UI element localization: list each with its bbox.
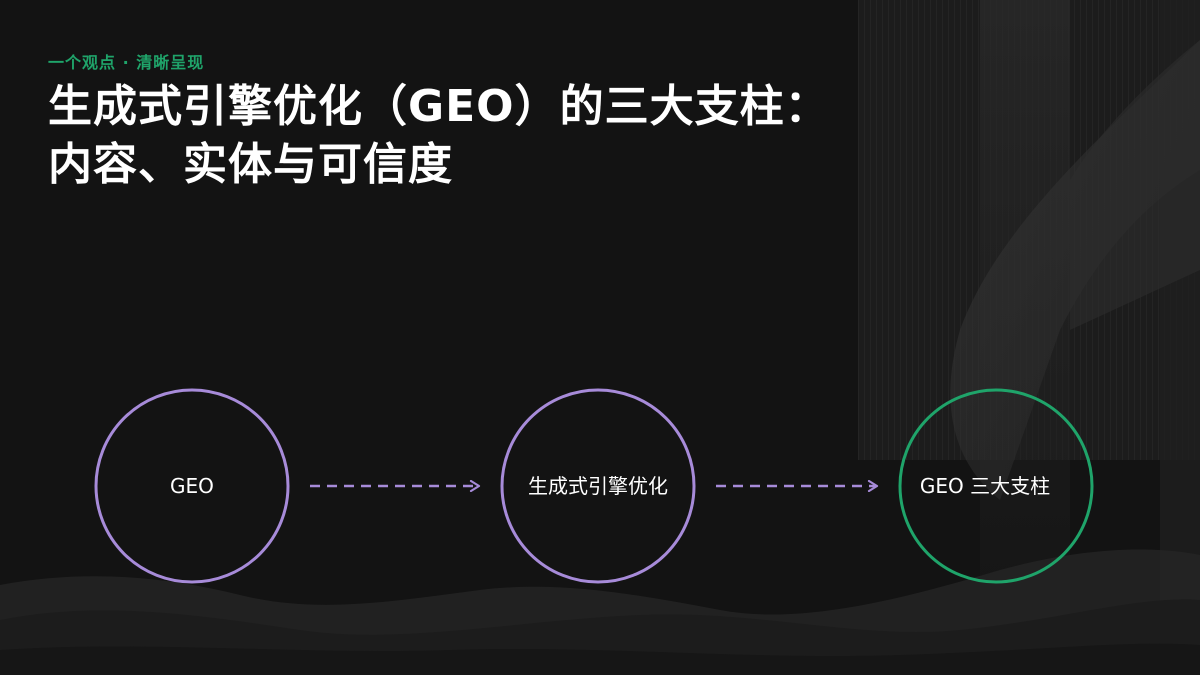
node-label-geo: GEO (170, 474, 214, 498)
node-label-generative-engine-optimization: 生成式引擎优化 (528, 474, 668, 498)
node-circle-geo (94, 388, 290, 584)
node-circle-three-pillars (898, 388, 1094, 584)
kicker-label: 一个观点 · 清晰呈现 (48, 53, 205, 72)
node-label-three-pillars: GEO 三大支柱 (919, 474, 1051, 498)
slide-title: 生成式引擎优化（GEO）的三大支柱：内容、实体与可信度 (48, 81, 830, 190)
node-circle-generative-engine-optimization (500, 388, 696, 584)
